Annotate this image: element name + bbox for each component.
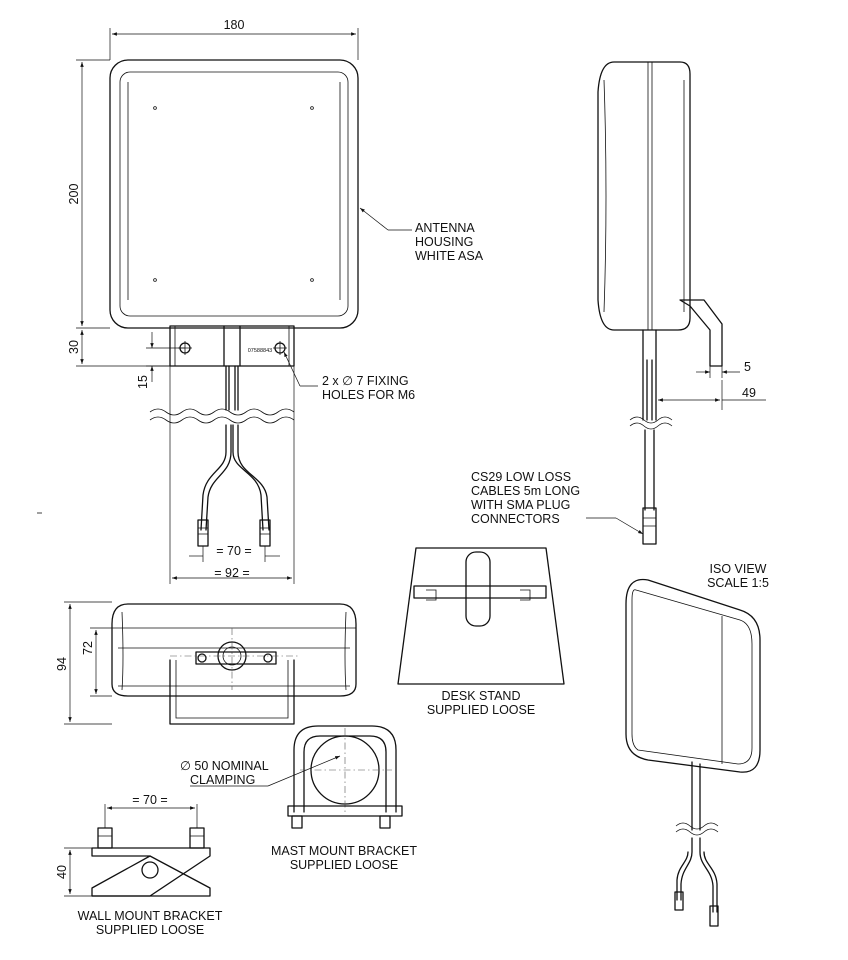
desk-stand-outline bbox=[397, 547, 565, 685]
clamping-label-1: ∅ 50 NOMINAL bbox=[180, 759, 269, 773]
wall-label-1: WALL MOUNT BRACKET bbox=[78, 909, 223, 923]
mast-bracket-outline bbox=[293, 725, 397, 813]
desk-stand-label-1: DESK STAND bbox=[442, 689, 521, 703]
dim-49: 49 bbox=[742, 386, 756, 400]
dim-92: = 92 = bbox=[214, 566, 249, 580]
bracket-plate bbox=[169, 325, 295, 367]
cables-label-3: WITH SMA PLUG bbox=[471, 498, 570, 512]
dim-200: 200 bbox=[67, 184, 81, 205]
side-bracket bbox=[679, 299, 723, 367]
clamping-label-2: CLAMPING bbox=[190, 773, 255, 787]
iso-view: ISO VIEW SCALE 1:5 bbox=[625, 562, 769, 927]
housing-label-2: HOUSING bbox=[415, 235, 473, 249]
marking-text: 07588843 bbox=[248, 348, 272, 354]
fixing-label-2: HOLES FOR M6 bbox=[322, 388, 415, 402]
side-housing-outline bbox=[597, 61, 691, 331]
dim-15: 15 bbox=[136, 375, 150, 389]
front-view: 07588843 bbox=[109, 59, 359, 547]
dim-70: = 70 = bbox=[216, 544, 251, 558]
cables-label-4: CONNECTORS bbox=[471, 512, 560, 526]
iso-housing-outline bbox=[625, 578, 761, 773]
dim-30: 30 bbox=[67, 340, 81, 354]
cables-label-1: CS29 LOW LOSS bbox=[471, 470, 571, 484]
bottom-view bbox=[111, 603, 357, 725]
dim-94: 94 bbox=[55, 657, 69, 671]
dim-180: 180 bbox=[224, 18, 245, 32]
mast-label-1: MAST MOUNT BRACKET bbox=[271, 844, 417, 858]
front-dimensions: 180 200 30 15 = 70 = = 92 = bbox=[67, 18, 359, 584]
housing-label-1: ANTENNA bbox=[415, 221, 475, 235]
side-dimensions: 5 49 bbox=[655, 360, 766, 410]
mast-label-2: SUPPLIED LOOSE bbox=[290, 858, 398, 872]
desk-stand: DESK STAND SUPPLIED LOOSE bbox=[397, 547, 565, 717]
wall-mount bbox=[91, 827, 211, 897]
cables-callout: CS29 LOW LOSS CABLES 5m LONG WITH SMA PL… bbox=[471, 470, 644, 535]
dim-40: 40 bbox=[55, 865, 69, 879]
housing-label-3: WHITE ASA bbox=[415, 249, 484, 263]
iso-label-1: ISO VIEW bbox=[710, 562, 767, 576]
clamping-callout: ∅ 50 NOMINAL CLAMPING bbox=[180, 755, 341, 787]
side-view bbox=[597, 61, 723, 545]
desk-stand-label-2: SUPPLIED LOOSE bbox=[427, 703, 535, 717]
dim-5: 5 bbox=[744, 360, 751, 374]
bottom-housing-outline bbox=[111, 603, 357, 697]
mast-mount bbox=[287, 725, 403, 829]
housing-callout: ANTENNA HOUSING WHITE ASA bbox=[359, 207, 484, 263]
dim-72: 72 bbox=[81, 641, 95, 655]
fixing-label-1: 2 x ∅ 7 FIXING bbox=[322, 374, 409, 388]
wall-bracket-outline bbox=[91, 847, 211, 897]
wall-dimensions: = 70 = 40 bbox=[55, 793, 198, 897]
wall-label-2: SUPPLIED LOOSE bbox=[96, 923, 204, 937]
fixing-holes-callout: 2 x ∅ 7 FIXING HOLES FOR M6 bbox=[283, 351, 415, 402]
iso-label-2: SCALE 1:5 bbox=[707, 576, 769, 590]
bottom-dimensions: 94 72 bbox=[55, 601, 112, 725]
cables-label-2: CABLES 5m LONG bbox=[471, 484, 580, 498]
dim-wall-70: = 70 = bbox=[132, 793, 167, 807]
antenna-housing-outline bbox=[109, 59, 359, 329]
